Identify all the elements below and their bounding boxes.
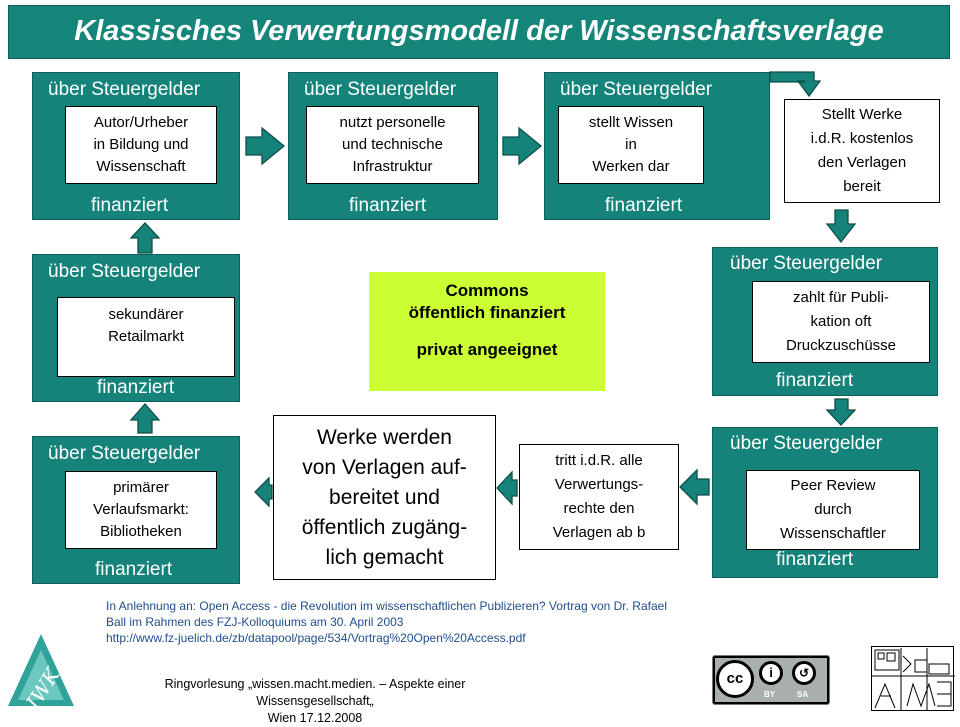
- funding-box-infrastruktur: über Steuergelder nutzt personelle und t…: [288, 72, 498, 220]
- funding-top-label: über Steuergelder: [48, 261, 201, 282]
- source-line-2: Ball im Rahmen des FZJ-Kolloquiums am 30…: [106, 615, 404, 629]
- box-peer-review: Peer Review durch Wissenschaftler: [746, 470, 920, 550]
- arrow-right-icon: [245, 126, 286, 166]
- footer-line-2: Wien 17.12.2008: [267, 711, 363, 725]
- share-alike-icon: ↺: [792, 661, 816, 685]
- commons-box: Commons öffentlich finanziert privat ang…: [369, 272, 605, 391]
- arrow-left-icon: [679, 468, 710, 506]
- box-autor: Autor/Urheber in Bildung und Wissenschaf…: [65, 106, 217, 184]
- footer: Ringvorlesung „wissen.macht.medien. – As…: [120, 676, 510, 727]
- arrow-left-icon: [496, 470, 518, 506]
- funding-top-label: über Steuergelder: [304, 79, 457, 100]
- cc-by-label: BY: [764, 690, 776, 699]
- source-citation: In Anlehnung an: Open Access - die Revol…: [106, 598, 866, 646]
- funding-box-primaerer: über Steuergelder primärer Verlaufsmarkt…: [32, 436, 240, 584]
- funding-top-label: über Steuergelder: [730, 253, 883, 274]
- funding-bottom-label: finanziert: [97, 377, 175, 398]
- funding-bottom-label: finanziert: [349, 195, 427, 216]
- funding-bottom-label: finanziert: [776, 370, 854, 391]
- arrow-left-icon: [254, 476, 273, 508]
- arrow-down-icon: [825, 209, 857, 244]
- arrow-up-icon: [129, 403, 161, 434]
- attribution-icon: i: [759, 661, 783, 685]
- funding-box-peer-review: über Steuergelder Peer Review durch Wiss…: [712, 427, 938, 578]
- funding-box-sekundaerer: über Steuergelder sekundärer Retailmarkt…: [32, 254, 240, 402]
- title-bar: Klassisches Verwertungsmodell der Wissen…: [8, 5, 950, 59]
- box-infrastruktur: nutzt personelle und technische Infrastr…: [306, 106, 479, 184]
- funding-bottom-label: finanziert: [776, 549, 854, 570]
- box-sekundaerer: sekundärer Retailmarkt: [57, 297, 235, 377]
- commons-line-1: Commons: [445, 281, 529, 300]
- funding-bottom-label: finanziert: [95, 559, 173, 580]
- cc-by-sa-badge[interactable]: cc i ↺ BY SA: [712, 655, 830, 705]
- cc-icon: cc: [716, 660, 754, 698]
- funding-bottom-label: finanziert: [605, 195, 683, 216]
- box-tritt: tritt i.d.R. alle Verwertungs- rechte de…: [519, 444, 679, 550]
- source-line-1: In Anlehnung an: Open Access - die Revol…: [106, 599, 667, 613]
- box-wissen: stellt Wissen in Werken dar: [558, 106, 704, 184]
- funding-top-label: über Steuergelder: [730, 433, 883, 454]
- footer-line-1: Ringvorlesung „wissen.macht.medien. – As…: [164, 677, 466, 708]
- funding-top-label: über Steuergelder: [560, 79, 713, 100]
- box-stellt-werke: Stellt Werke i.d.R. kostenlos den Verlag…: [784, 99, 940, 203]
- institution-logo: [871, 646, 955, 711]
- funding-top-label: über Steuergelder: [48, 443, 201, 464]
- box-werke-verlage: Werke werden von Verlagen auf- bereitet …: [273, 415, 496, 580]
- arrow-down-icon: [825, 398, 857, 426]
- funding-bottom-label: finanziert: [91, 195, 169, 216]
- box-zahlt: zahlt für Publi- kation oft Druckzuschüs…: [752, 281, 930, 363]
- arrow-elbow-icon: [769, 71, 822, 98]
- funding-box-autor: über Steuergelder Autor/Urheber in Bildu…: [32, 72, 240, 220]
- arrow-right-icon: [502, 126, 543, 166]
- funding-box-wissen: über Steuergelder stellt Wissen in Werke…: [544, 72, 770, 220]
- source-url: http://www.fz-juelich.de/zb/datapool/pag…: [106, 631, 526, 645]
- iwk-logo: IWK: [8, 634, 74, 710]
- cc-sa-label: SA: [797, 690, 809, 699]
- commons-line-2: öffentlich finanziert: [408, 303, 566, 322]
- arrow-up-icon: [129, 222, 161, 254]
- page-title: Klassisches Verwertungsmodell der Wissen…: [74, 15, 884, 47]
- commons-line-3: privat angeeignet: [416, 340, 558, 359]
- funding-top-label: über Steuergelder: [48, 79, 201, 100]
- funding-box-zahlt: über Steuergelder zahlt für Publi- katio…: [712, 247, 938, 396]
- box-primaerer: primärer Verlaufsmarkt: Bibliotheken: [65, 471, 217, 549]
